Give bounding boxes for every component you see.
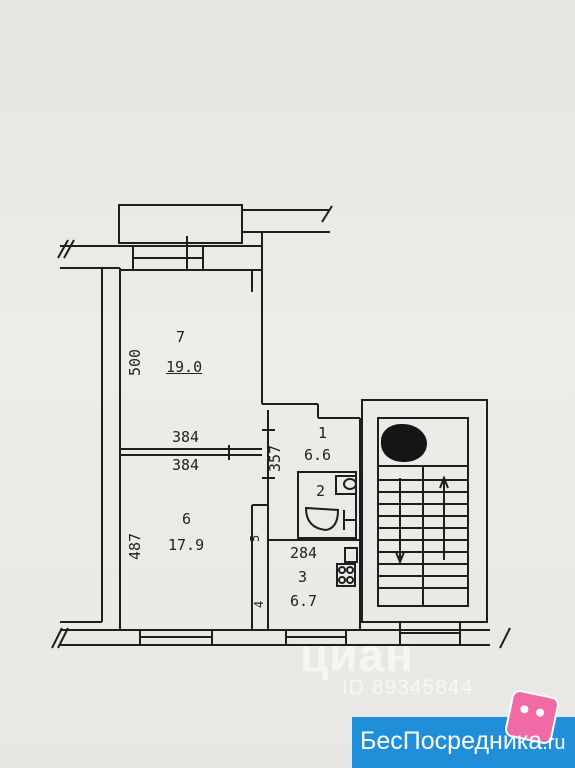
dim-284: 284 — [290, 544, 318, 562]
watermark-id: ID 89345844 — [342, 676, 474, 699]
stove — [336, 563, 356, 587]
watermark-logo: циан — [300, 629, 414, 681]
room-6-area: 17.9 — [168, 536, 205, 554]
dim-384-top: 384 — [172, 428, 200, 446]
dim-384-bottom: 384 — [172, 456, 200, 474]
room-7-number: 7 — [176, 328, 186, 346]
redaction-blot — [381, 424, 427, 462]
dim-500: 500 — [126, 348, 144, 376]
dim-4: 4 — [252, 600, 266, 608]
room-1-area: 6.6 — [304, 446, 332, 464]
brand-banner[interactable]: БесПосредника.ru — [352, 688, 575, 768]
room-2-number: 2 — [316, 482, 326, 500]
room-1-number: 1 — [318, 424, 328, 442]
room-3-number: 3 — [298, 568, 308, 586]
dim-487: 487 — [126, 532, 144, 560]
dim-5: 5 — [248, 534, 262, 542]
stair-steps — [378, 479, 468, 589]
brand-text: БесПосредника.ru — [360, 727, 566, 755]
room-7-area: 19.0 — [166, 358, 203, 376]
dim-357: 357 — [266, 444, 284, 472]
balcony — [118, 204, 243, 244]
room-6-number: 6 — [182, 510, 192, 528]
brand-suffix: .ru — [542, 732, 566, 754]
room-3-area: 6.7 — [290, 592, 318, 610]
bathroom-2 — [297, 471, 357, 539]
